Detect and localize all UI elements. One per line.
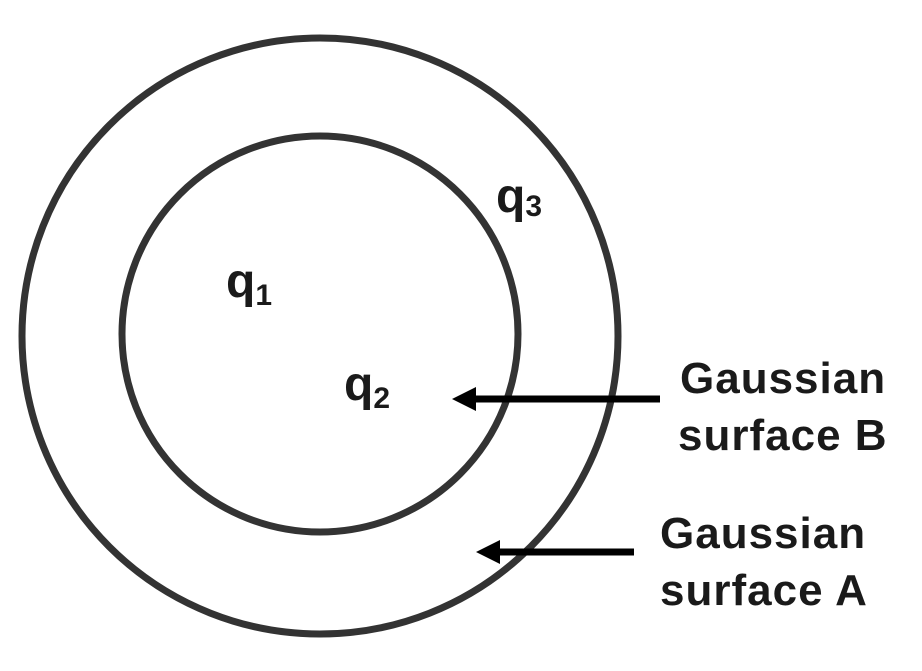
arrow-to-surface-b: [452, 387, 660, 411]
charge-q3: q3: [496, 170, 542, 223]
surface-b-label-line2: surface B: [678, 411, 888, 460]
charge-q1: q1: [226, 255, 272, 312]
surface-a-label-line2: surface A: [660, 566, 868, 615]
arrow-to-surface-a: [476, 540, 634, 564]
surface-a-label-line1: Gaussian: [660, 509, 866, 558]
surface-b-label-line1: Gaussian: [680, 354, 886, 403]
charge-q2: q2: [344, 358, 390, 415]
gaussian-surface-a-circle: [18, 34, 622, 638]
gaussian-surface-b-circle: [118, 132, 522, 536]
